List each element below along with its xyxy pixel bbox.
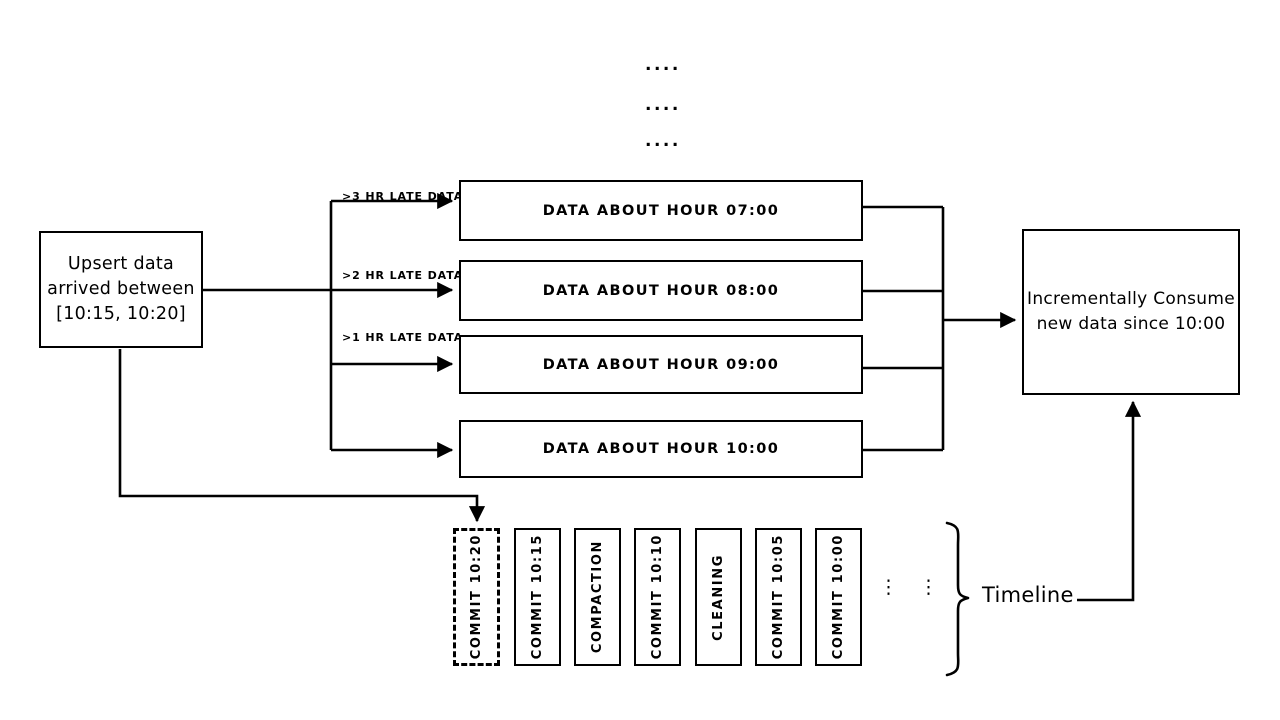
timeline-commit-box-3[interactable]: COMMIT 10:10 [634,528,681,666]
upsert-source-label: Upsert data arrived between [10:15, 10:2… [47,252,195,327]
timeline-commit-box-5[interactable]: COMMIT 10:05 [755,528,802,666]
timeline-ellipsis-1: ⋮ [879,576,898,598]
timeline-brace [945,521,970,677]
upsert-line-2: arrived between [47,279,195,300]
top-ellipsis-row-2: .... [645,95,681,115]
incremental-consume-label: Incrementally Consume new data since 10:… [1027,287,1235,336]
hour-box-08[interactable]: DATA ABOUT HOUR 08:00 [459,260,863,321]
timeline-commit-box-6[interactable]: COMMIT 10:00 [815,528,862,666]
timeline-caption: Timeline [982,583,1074,607]
hour-box-10[interactable]: DATA ABOUT HOUR 10:00 [459,420,863,478]
arrow-source-to-commit [118,349,486,523]
timeline-commit-box-1[interactable]: COMMIT 10:15 [514,528,561,666]
timeline-commit-label-5: COMMIT 10:05 [771,534,786,660]
timeline-commit-label-0: COMMIT 10:20 [469,534,484,660]
timeline-commit-label-4: CLEANING [711,553,726,641]
hour-box-08-label: DATA ABOUT HOUR 08:00 [542,282,780,299]
upsert-line-3: [10:15, 10:20] [56,303,186,324]
upsert-source-box[interactable]: Upsert data arrived between [10:15, 10:2… [39,231,203,348]
arrow-timeline-to-consume [1077,400,1142,602]
edge-label-1hr-late: >1 HR LATE DATA [342,331,464,344]
incremental-consume-box[interactable]: Incrementally Consume new data since 10:… [1022,229,1240,395]
timeline-commit-label-6: COMMIT 10:00 [831,534,846,660]
edge-label-3hr-late: >3 HR LATE DATA [342,190,464,203]
top-ellipsis-row-1: .... [645,55,681,75]
edge-label-2hr-late: >2 HR LATE DATA [342,269,464,282]
timeline-commit-label-3: COMMIT 10:10 [650,534,665,660]
hour-box-07[interactable]: DATA ABOUT HOUR 07:00 [459,180,863,241]
timeline-commit-label-1: COMMIT 10:15 [530,534,545,660]
hour-box-07-label: DATA ABOUT HOUR 07:00 [542,202,780,219]
hour-box-09-label: DATA ABOUT HOUR 09:00 [542,356,780,373]
consume-line-2: new data since 10:00 [1036,314,1226,334]
top-ellipsis-row-3: .... [645,131,681,151]
timeline-commit-box-2[interactable]: COMPACTION [574,528,621,666]
timeline-commit-box-4[interactable]: CLEANING [695,528,742,666]
timeline-commit-box-0[interactable]: COMMIT 10:20 [453,528,500,666]
hour-box-10-label: DATA ABOUT HOUR 10:00 [542,441,780,457]
timeline-commit-label-2: COMPACTION [590,540,605,654]
timeline-ellipsis-2: ⋮ [919,576,938,598]
upsert-line-1: Upsert data [67,254,175,275]
hour-box-09[interactable]: DATA ABOUT HOUR 09:00 [459,335,863,394]
consume-line-1: Incrementally Consume [1027,289,1235,310]
